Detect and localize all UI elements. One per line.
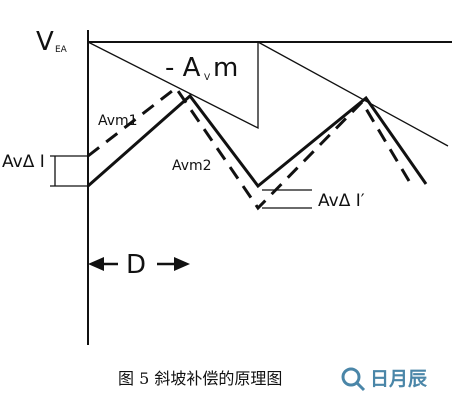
avm1-label: Avm1 [98, 113, 138, 129]
vea-label-sub: EA [55, 45, 68, 55]
neg-avm-label: - A [165, 53, 201, 83]
av-delta-i-prime-label: AvΔ I′ [318, 191, 365, 211]
neg-avm-label-sub: V [204, 73, 211, 83]
vea-label: V [36, 27, 54, 57]
watermark-logo: 日月辰 [341, 367, 428, 392]
avm2-label: Avm2 [172, 158, 212, 174]
compensation-ramp [87, 40, 449, 147]
watermark-text: 日月辰 [370, 368, 428, 390]
inductor-current-solid [87, 93, 428, 189]
duty-arrow-left-head [88, 257, 104, 271]
watermark-magnifier-icon [341, 367, 361, 387]
inductor-current-dashed [87, 85, 414, 211]
duty-cycle-label: D [126, 250, 146, 280]
figure-caption: 图 5 斜坡补偿的原理图 [118, 369, 282, 388]
duty-arrow-right-head [174, 257, 190, 271]
av-delta-i-label: AvΔ I [2, 152, 45, 172]
watermark-magnifier-handle [355, 381, 366, 392]
neg-avm-label-m: m [213, 53, 238, 83]
